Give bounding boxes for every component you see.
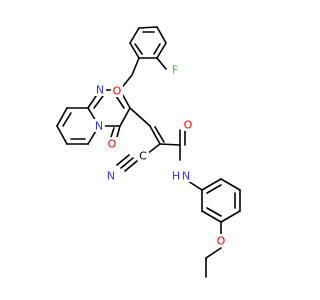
nitrile-carbon-atom: C <box>139 150 147 163</box>
ethoxy-oxygen-atom: O <box>217 235 226 248</box>
molecule-structure: F O N N O C N O N H O <box>56 26 241 278</box>
pyrimidine-nitrogen-atom: N <box>96 84 104 97</box>
amide-oxygen-atom: O <box>184 119 193 132</box>
ring-carbonyl-oxygen-atom: O <box>108 138 117 151</box>
bridgehead-nitrogen-atom: N <box>95 120 103 133</box>
amide-hydrogen-atom: H <box>172 170 180 183</box>
amide-nitrogen-atom: N <box>182 170 190 183</box>
fluorine-atom: F <box>172 64 178 77</box>
nitrile-nitrogen-atom: N <box>107 170 115 183</box>
bonds <box>56 26 241 278</box>
atom-labels: F O N N O C N O N H O <box>93 62 227 248</box>
ether-oxygen-atom: O <box>113 85 122 98</box>
